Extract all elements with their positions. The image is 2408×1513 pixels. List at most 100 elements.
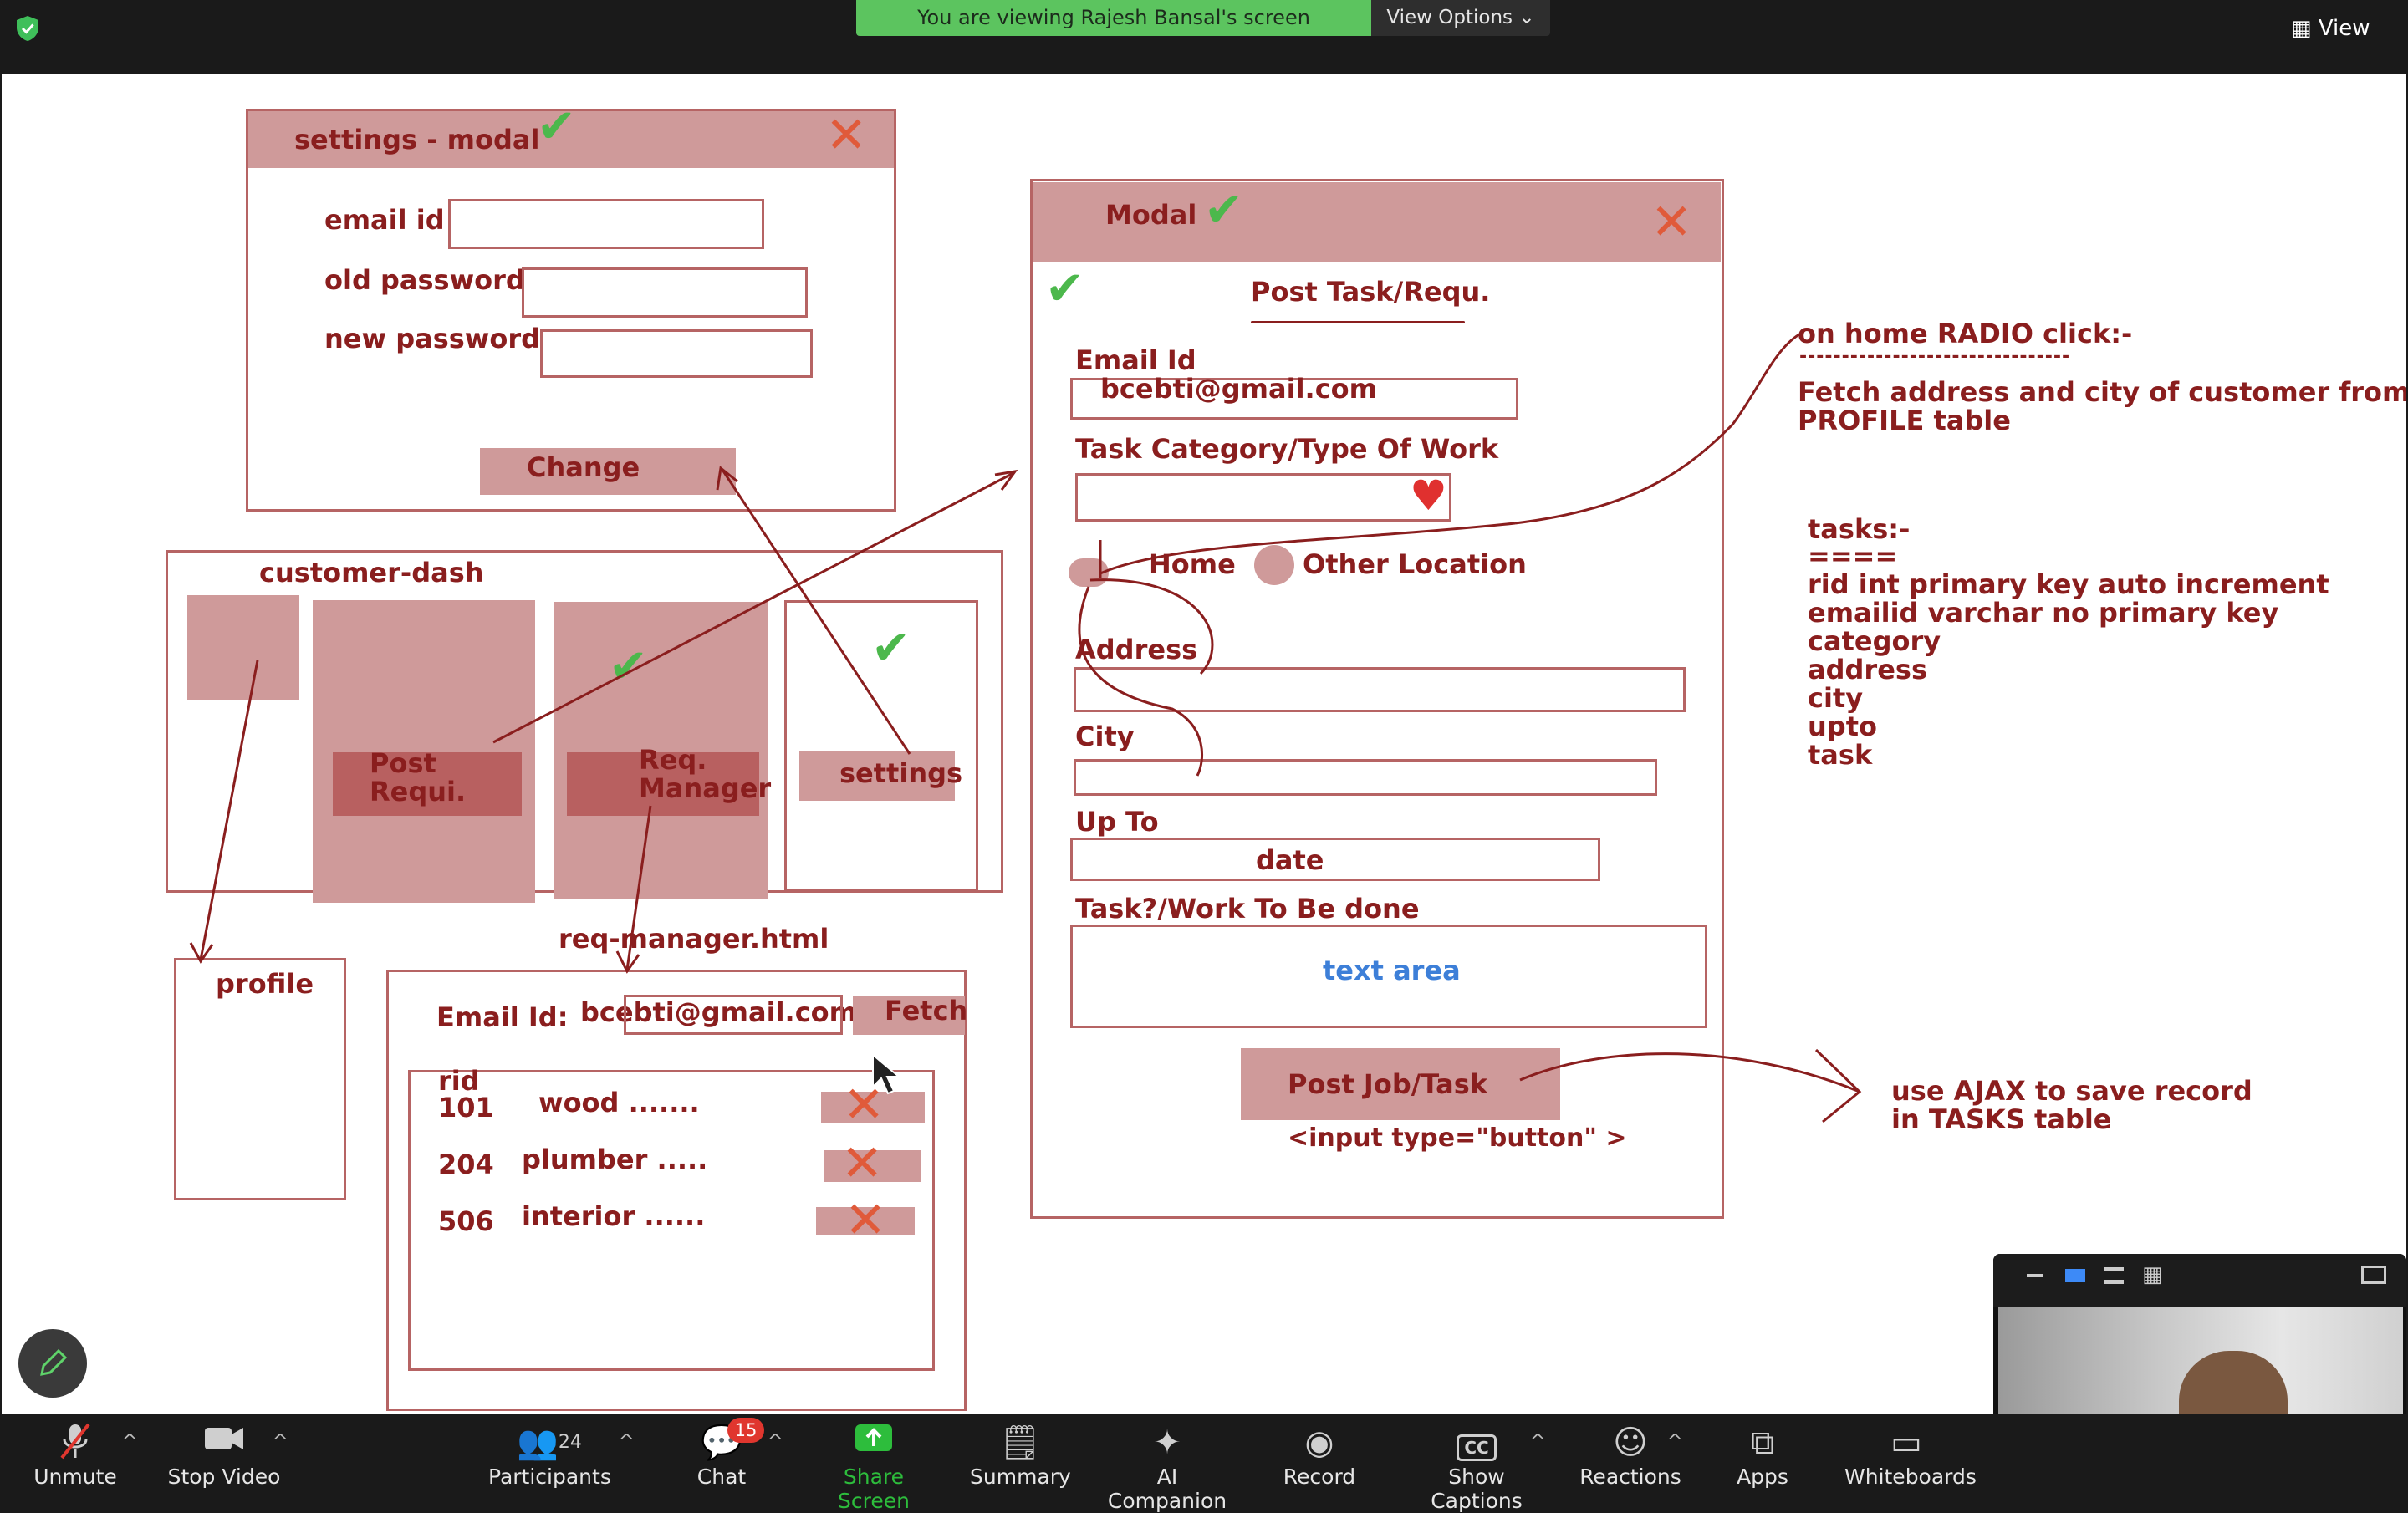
unmute-label: Unmute (33, 1465, 117, 1489)
delete-button[interactable] (824, 1150, 921, 1182)
task-textarea[interactable] (1070, 925, 1707, 1028)
check-icon: ✔ (1204, 183, 1243, 237)
address-field[interactable] (1074, 667, 1686, 712)
req-manager-tile[interactable] (554, 602, 768, 899)
settings-email-field[interactable] (448, 199, 764, 249)
chevron-down-icon: ⌄ (1518, 7, 1535, 28)
fetch-button[interactable] (853, 996, 965, 1035)
change-button-label: Change (527, 451, 640, 483)
reactions-options-caret-icon[interactable]: ^ (1667, 1431, 1683, 1452)
settings-tile[interactable] (784, 600, 978, 891)
apps-button[interactable]: ⧉ Apps (1732, 1421, 1793, 1498)
delete-icon[interactable]: ✕ (844, 1191, 887, 1250)
tasks-field: upto (1808, 711, 1877, 742)
tasks-field: emailid varchar no primary key (1808, 597, 2279, 629)
captions-options-caret-icon[interactable]: ^ (1530, 1431, 1546, 1452)
minimize-icon[interactable] (2027, 1274, 2043, 1277)
strip-view-icon[interactable] (2104, 1267, 2124, 1284)
tasks-field: address (1808, 654, 1927, 685)
delete-icon[interactable]: ✕ (843, 1076, 885, 1134)
participants-label: Participants (488, 1465, 611, 1489)
category-field[interactable] (1075, 473, 1451, 522)
participants-button[interactable]: 👥24 Participants (488, 1421, 611, 1498)
chat-options-caret-icon[interactable]: ^ (768, 1431, 783, 1452)
reactions-button[interactable]: ☺ Reactions (1579, 1421, 1682, 1498)
radio-note-rule: -------------------------------- (1799, 346, 2071, 367)
video-camera-icon (164, 1421, 284, 1465)
post-job-label: Post Job/Task (1288, 1068, 1488, 1100)
ajax-note-line2: in TASKS table (1891, 1103, 2112, 1135)
video-options-caret-icon[interactable]: ^ (273, 1431, 288, 1452)
sparkle-icon: ✦ (1153, 1424, 1181, 1462)
view-button[interactable]: ▦ View (2291, 12, 2391, 45)
delete-icon[interactable]: ✕ (841, 1134, 884, 1193)
settings-modal-header (248, 111, 894, 168)
settings-label: settings (839, 757, 963, 789)
fetch-label: Fetch (885, 995, 968, 1026)
chat-unread-badge: 15 (727, 1418, 764, 1443)
req-manager-button[interactable] (567, 752, 759, 816)
reactions-label: Reactions (1579, 1465, 1681, 1489)
participants-options-caret-icon[interactable]: ^ (619, 1431, 635, 1452)
annotation-arrows (189, 333, 1862, 1123)
microphone-muted-icon (23, 1421, 127, 1465)
upto-date-field[interactable] (1070, 838, 1600, 881)
security-shield-icon[interactable] (15, 15, 40, 42)
whiteboards-button[interactable]: ▭ Whiteboards (1844, 1421, 1977, 1498)
annotate-button[interactable] (18, 1329, 87, 1398)
settings-modal-sketch (246, 109, 896, 512)
apps-icon: ⧉ (1750, 1424, 1775, 1462)
delete-button[interactable] (821, 1092, 925, 1123)
email-label: Email Id (1075, 344, 1196, 376)
record-button[interactable]: ◉ Record (1279, 1421, 1360, 1498)
row-desc: interior ...... (522, 1200, 706, 1232)
unmute-button[interactable]: Unmute (23, 1421, 127, 1498)
post-requi-button[interactable] (333, 752, 522, 816)
chat-label: Chat (696, 1465, 747, 1489)
city-field[interactable] (1074, 759, 1657, 796)
modal-email-field[interactable] (1070, 378, 1518, 420)
post-job-button[interactable] (1241, 1048, 1560, 1120)
radio-note-title: on home RADIO click:- (1798, 318, 2133, 349)
view-options-button[interactable]: View Options ⌄ (1371, 0, 1550, 36)
upto-date-value: date (1256, 844, 1324, 876)
view-label: View (2318, 16, 2370, 41)
other-location-radio[interactable] (1254, 545, 1294, 585)
requests-list (408, 1070, 935, 1371)
check-icon: ✔ (537, 99, 576, 154)
settings-modal-title: settings - modal (294, 124, 540, 155)
old-password-label: old password (324, 264, 525, 296)
summary-label: Summary (970, 1465, 1071, 1489)
delete-button[interactable] (816, 1207, 915, 1235)
req-manager-label: Req. Manager (639, 744, 772, 804)
old-password-field[interactable] (522, 267, 808, 318)
address-label: Address (1075, 634, 1198, 665)
new-password-field[interactable] (540, 329, 813, 378)
summary-button[interactable]: 🗒 Summary (970, 1421, 1071, 1498)
grid-view-icon: ▦ (2291, 16, 2312, 41)
summary-icon: 🗒 (998, 1424, 1042, 1462)
show-captions-button[interactable]: CC Show Captions (1401, 1421, 1552, 1513)
gallery-view-icon[interactable]: ▦ (2142, 1262, 2163, 1287)
ai-companion-button[interactable]: ✦ AI Companion (1097, 1421, 1237, 1513)
modal-title: Modal (1105, 199, 1197, 231)
change-button[interactable] (480, 448, 736, 495)
video-tile-header (1993, 1254, 2406, 1307)
settings-button[interactable] (799, 751, 955, 801)
other-location-label: Other Location (1303, 548, 1527, 580)
post-requi-tile[interactable] (313, 600, 535, 903)
close-icon[interactable]: ✕ (1650, 193, 1693, 252)
profile-tile[interactable] (187, 595, 299, 700)
row-rid: 204 (438, 1149, 494, 1180)
speaker-view-icon[interactable] (2065, 1269, 2085, 1282)
customer-dash-title: customer-dash (259, 557, 484, 588)
row-desc: wood ....... (538, 1087, 700, 1118)
share-screen-button[interactable]: Share Screen (806, 1421, 941, 1513)
subtitle-underline (1251, 321, 1465, 323)
stop-video-button[interactable]: Stop Video (164, 1421, 284, 1498)
radio-note-line1: Fetch address and city of customer from (1798, 376, 2406, 408)
record-icon: ◉ (1304, 1424, 1334, 1462)
req-email-field[interactable] (624, 995, 843, 1035)
pop-out-icon[interactable] (2361, 1266, 2386, 1284)
audio-options-caret-icon[interactable]: ^ (122, 1431, 138, 1452)
